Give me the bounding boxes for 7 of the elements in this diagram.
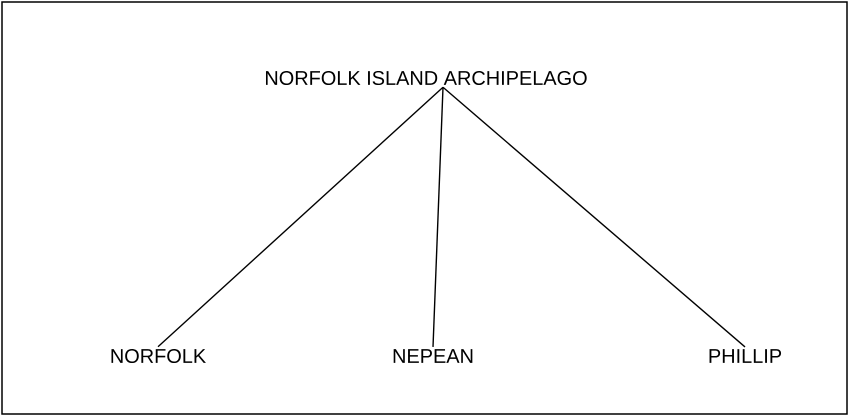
node-label: NORFOLK bbox=[111, 348, 206, 364]
node-label: NEPEAN bbox=[394, 349, 472, 363]
node-label: PHILLIP bbox=[710, 349, 782, 363]
connector-line bbox=[158, 86, 444, 348]
node-label: NORFOLK ISLAND ARCHIPELAGO bbox=[266, 70, 587, 86]
connector-line bbox=[442, 86, 746, 348]
connector-line bbox=[432, 87, 444, 347]
